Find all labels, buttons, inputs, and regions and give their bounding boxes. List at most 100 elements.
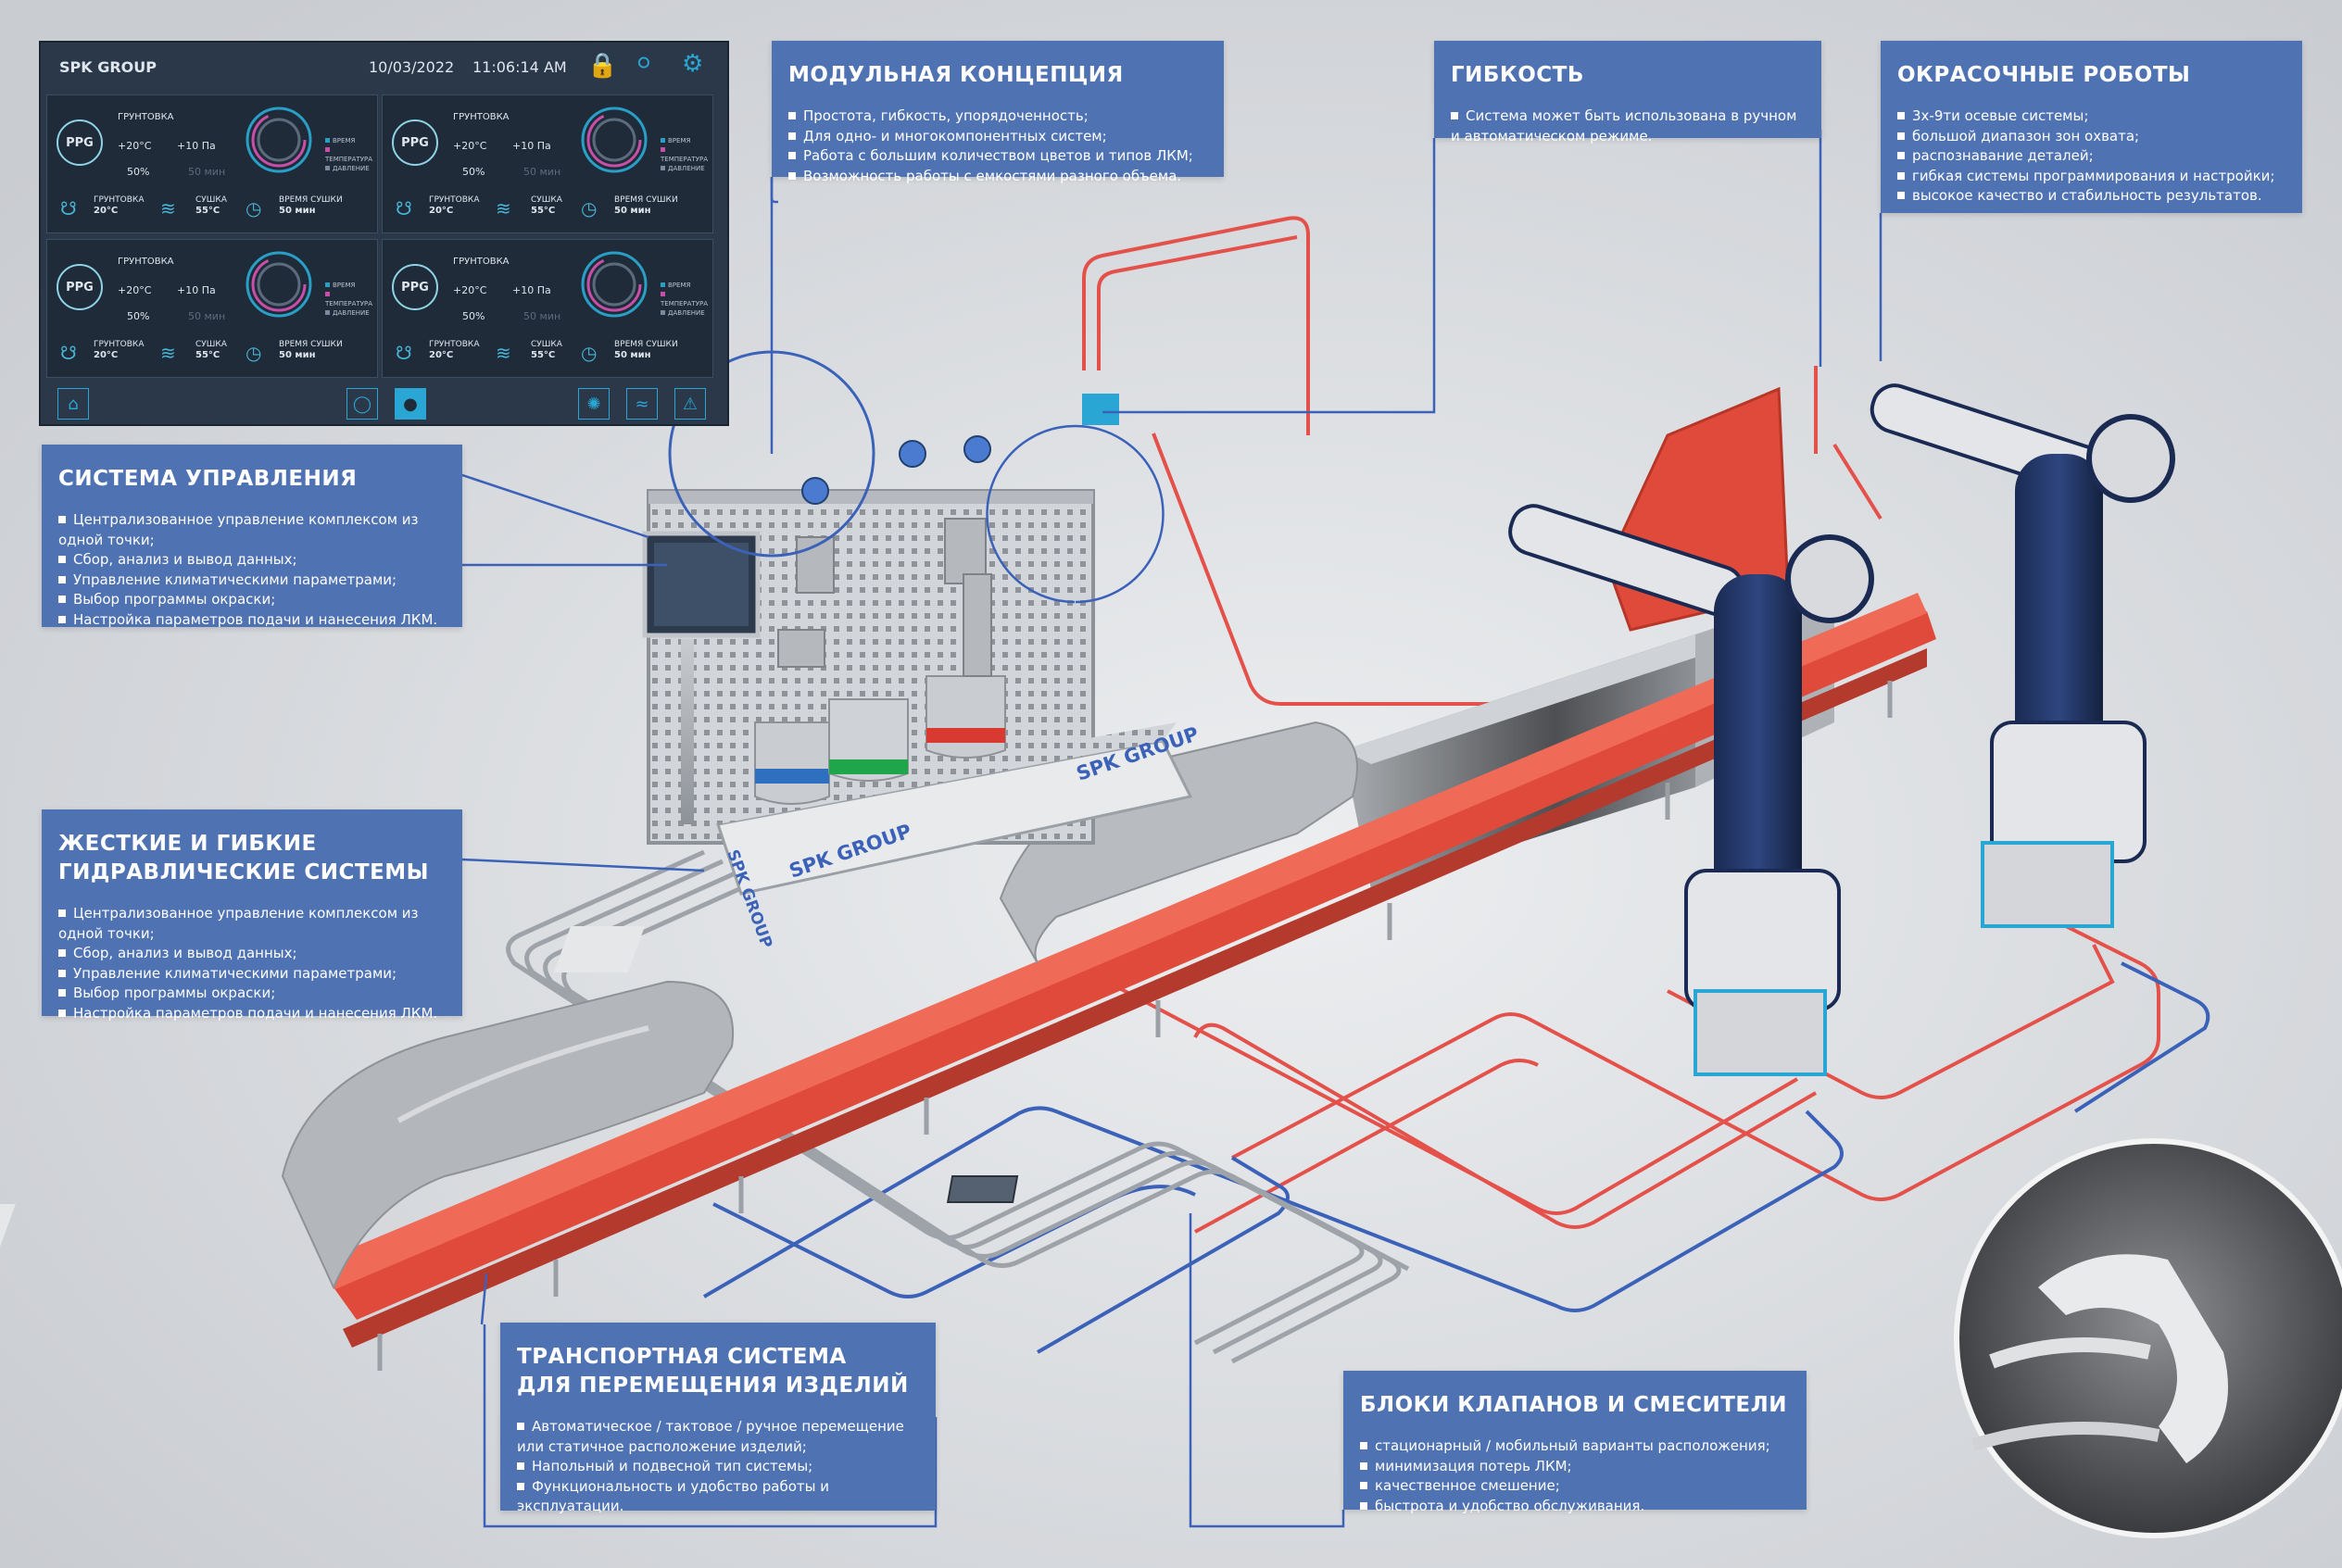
humidity-value: 50% xyxy=(127,310,150,322)
hmi-header: SPK GROUP 10/03/2022 11:06:14 AM 🔒 ⚪ ⚙ xyxy=(41,43,727,91)
gear-icon[interactable]: ⚙ xyxy=(682,50,704,78)
fan-icon[interactable]: ✺ xyxy=(578,388,610,420)
list-item: Функциональность и удобство работы и экс… xyxy=(517,1477,829,1514)
box-list: 3х-9ти осевые системы; большой диапазон … xyxy=(1897,107,2285,207)
box-modular-concept: МОДУЛЬНАЯ КОНЦЕПЦИЯ Простота, гибкость, … xyxy=(772,41,1224,184)
list-item: Сбор, анализ и вывод данных; xyxy=(58,944,446,964)
chart-icon[interactable]: ≈ xyxy=(626,388,658,420)
heat-icon: ≋ xyxy=(496,197,511,220)
process-card[interactable]: PPG ГРУНТОВКА +20°C +10 Па 50% 50 мин ВР… xyxy=(46,94,378,233)
list-item: Автоматическое / тактовое / ручное перем… xyxy=(517,1418,904,1455)
gauge-ring xyxy=(581,107,648,173)
date-label: 10/03/2022 xyxy=(369,57,455,76)
list-item: Для одно- и многокомпонентных систем; xyxy=(788,127,1207,147)
home-icon[interactable]: ⌂ xyxy=(57,388,89,420)
temperature-value: +20°C xyxy=(118,140,152,152)
process-card[interactable]: PPG ГРУНТОВКА +20°C +10 Па 50% 50 мин ВР… xyxy=(46,239,378,378)
pressure-value: +10 Па xyxy=(512,284,551,296)
ppg-badge: PPG xyxy=(57,264,103,310)
process-card[interactable]: PPG ГРУНТОВКА +20°C +10 Па 50% 50 мин ВР… xyxy=(382,239,713,378)
box-list: Централизованное управление комплексом и… xyxy=(58,904,446,1023)
conveyor xyxy=(324,593,1936,1371)
warning-icon[interactable]: ⚠ xyxy=(674,388,706,420)
ppg-badge: PPG xyxy=(57,119,103,166)
time-value: 50 мин xyxy=(188,310,226,322)
time-value: 50 мин xyxy=(523,166,561,178)
paint-robot xyxy=(1870,383,2175,928)
heat-icon: ≋ xyxy=(496,342,511,364)
spray-gun-icon: ☋ xyxy=(396,197,412,220)
gauge-ring xyxy=(246,107,312,173)
list-item: большой диапазон зон охвата; xyxy=(1897,127,2285,147)
valve-block xyxy=(946,1175,1019,1203)
process-card[interactable]: PPG ГРУНТОВКА +20°C +10 Па 50% 50 мин ВР… xyxy=(382,94,713,233)
hmi-panel: SPK GROUP 10/03/2022 11:06:14 AM 🔒 ⚪ ⚙ P… xyxy=(39,41,729,426)
pressure-value: +10 Па xyxy=(512,140,551,152)
list-item: Простота, гибкость, упорядоченность; xyxy=(788,107,1207,127)
leader-lines xyxy=(425,130,1882,1528)
lock-icon[interactable]: 🔒 xyxy=(587,52,618,80)
list-item: Возможность работы с емкостями разного о… xyxy=(788,167,1207,187)
car-bumper xyxy=(0,721,1358,1290)
list-item: гибкая системы программирования и настро… xyxy=(1897,167,2285,187)
list-item: быстрота и удобство обслуживания. xyxy=(1360,1497,1790,1517)
time-value: 50 мин xyxy=(523,310,561,322)
list-item: Сбор, анализ и вывод данных; xyxy=(58,550,446,571)
list-item: качественное смешение; xyxy=(1360,1476,1790,1497)
robot-photo xyxy=(1954,1138,2342,1538)
humidity-value: 50% xyxy=(462,166,485,178)
clock-icon: ◷ xyxy=(246,197,262,220)
list-item: Централизованное управление комплексом и… xyxy=(58,511,419,548)
red-supply-lines xyxy=(1082,216,2160,1234)
box-list: стационарный / мобильный варианты распол… xyxy=(1360,1436,1790,1516)
card-title: ГРУНТОВКА xyxy=(453,112,510,122)
list-item: Выбор программы окраски; xyxy=(58,590,446,610)
box-control-system: СИСТЕМА УПРАВЛЕНИЯ Централизованное упра… xyxy=(42,445,462,630)
clock-icon: ◷ xyxy=(581,197,598,220)
list-item: Выбор программы окраски; xyxy=(58,984,446,1004)
bulb-icon[interactable]: ◯ xyxy=(346,388,378,420)
card-title: ГРУНТОВКА xyxy=(118,257,174,267)
heat-icon: ≋ xyxy=(160,197,176,220)
box-title: ГИБКОСТЬ xyxy=(1451,63,1584,87)
heat-icon: ≋ xyxy=(160,342,176,364)
box-flexibility: ГИБКОСТЬ Система может быть использована… xyxy=(1434,41,1821,144)
box-list: Система может быть использована в ручном… xyxy=(1451,107,1805,146)
list-item: Настройка параметров подачи и нанесения … xyxy=(58,610,446,631)
list-item: Управление климатическими параметрами; xyxy=(58,571,446,591)
brand-label: SPK GROUP xyxy=(59,57,157,76)
box-valve-blocks: БЛОКИ КЛАПАНОВ И СМЕСИТЕЛИ стационарный … xyxy=(1343,1371,1807,1514)
clock-icon: ◷ xyxy=(246,342,262,364)
spray-gun-icon: ☋ xyxy=(396,342,412,364)
box-title: МОДУЛЬНАЯ КОНЦЕПЦИЯ xyxy=(788,63,1124,87)
time-label: 11:06:14 AM xyxy=(472,57,567,76)
box-list: Централизованное управление комплексом и… xyxy=(58,510,446,630)
card-title: ГРУНТОВКА xyxy=(453,257,510,267)
user-icon[interactable]: ⚪ xyxy=(634,50,654,78)
time-value: 50 мин xyxy=(188,166,226,178)
hydraulic-pipes xyxy=(506,849,1410,1364)
list-item: Настройка параметров подачи и нанесения … xyxy=(58,1004,446,1024)
temperature-value: +20°C xyxy=(453,284,487,296)
ppg-badge: PPG xyxy=(392,119,438,166)
paint-station xyxy=(642,394,1193,896)
list-item: высокое качество и стабильность результа… xyxy=(1897,186,2285,207)
bulb-icon[interactable]: ● xyxy=(395,388,426,420)
temperature-value: +20°C xyxy=(118,284,152,296)
box-title: ОКРАСОЧНЫЕ РОБОТЫ xyxy=(1897,63,2191,87)
temperature-value: +20°C xyxy=(453,140,487,152)
list-item: минимизация потерь ЛКМ; xyxy=(1360,1457,1790,1477)
list-item: Работа с большим количеством цветов и ти… xyxy=(788,146,1207,167)
list-item: Централизованное управление комплексом и… xyxy=(58,905,419,942)
ppg-badge: PPG xyxy=(392,264,438,310)
box-title: СИСТЕМА УПРАВЛЕНИЯ xyxy=(58,467,358,491)
pressure-value: +10 Па xyxy=(177,284,216,296)
list-item: стационарный / мобильный варианты распол… xyxy=(1360,1436,1790,1457)
